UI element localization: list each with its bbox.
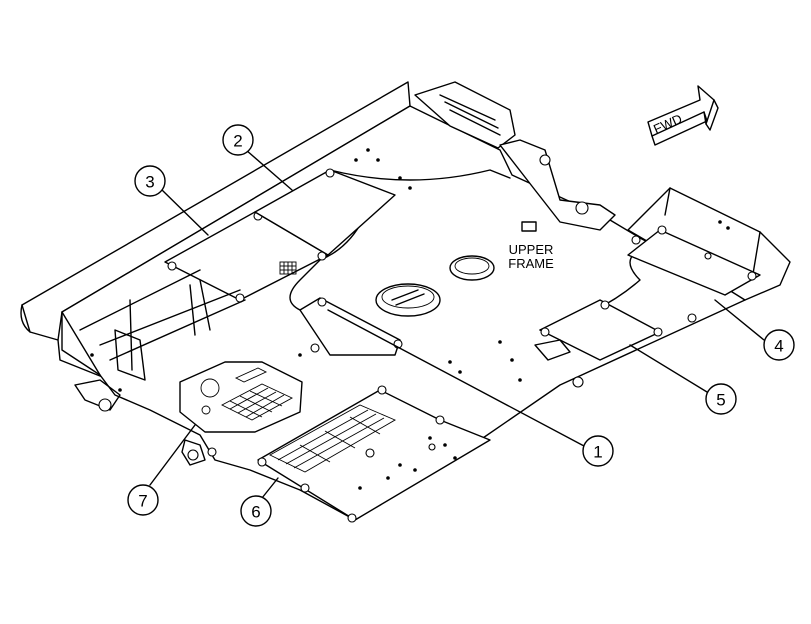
- upper-left-panel: [164, 168, 396, 303]
- front-mount-ears: [181, 439, 217, 466]
- callout-4-label: 4: [774, 337, 783, 356]
- grille-panel: [257, 385, 491, 523]
- octagonal-panel: [179, 361, 303, 433]
- rear-bracket: [414, 81, 616, 231]
- callout-4: 4: [763, 329, 795, 361]
- leader-line-6: [261, 477, 279, 499]
- upper-frame-label: UPPER FRAME: [508, 242, 554, 271]
- callout-1-label: 1: [593, 443, 602, 462]
- vent-grid-octagon: [221, 367, 293, 421]
- grille-slots: [269, 404, 397, 473]
- callout-7-label: 7: [138, 492, 147, 511]
- callout-3-label: 3: [145, 173, 154, 192]
- callout-3: 3: [134, 165, 166, 197]
- callout-6: 6: [240, 495, 272, 527]
- leader-line-2: [245, 149, 293, 191]
- right-rail-panel: [627, 225, 761, 323]
- leader-line-4: [714, 299, 765, 341]
- leader-line-7: [149, 424, 196, 486]
- upper-frame-label-line2: FRAME: [508, 256, 554, 271]
- leader-line-5: [629, 344, 708, 393]
- fwd-arrow-label: FWD: [651, 111, 684, 137]
- callout-1: 1: [582, 435, 614, 467]
- callout-2: 2: [222, 124, 254, 156]
- vent-grid-small: [279, 261, 297, 275]
- leader-lines: [149, 149, 765, 499]
- fwd-arrow: FWD: [647, 85, 719, 146]
- deck-round-covers: [375, 221, 537, 317]
- deck-bolt-holes: [90, 148, 730, 490]
- leader-line-3: [161, 189, 209, 236]
- callout-6-label: 6: [251, 503, 260, 522]
- callout-7: 7: [127, 484, 159, 516]
- callout-5: 5: [705, 383, 737, 415]
- left-frame-rails: [61, 269, 246, 412]
- callout-2-label: 2: [233, 132, 242, 151]
- center-access-panel: [299, 297, 403, 356]
- leader-line-1: [327, 309, 585, 447]
- upper-frame-label-line1: UPPER: [509, 242, 554, 257]
- callout-5-label: 5: [716, 391, 725, 410]
